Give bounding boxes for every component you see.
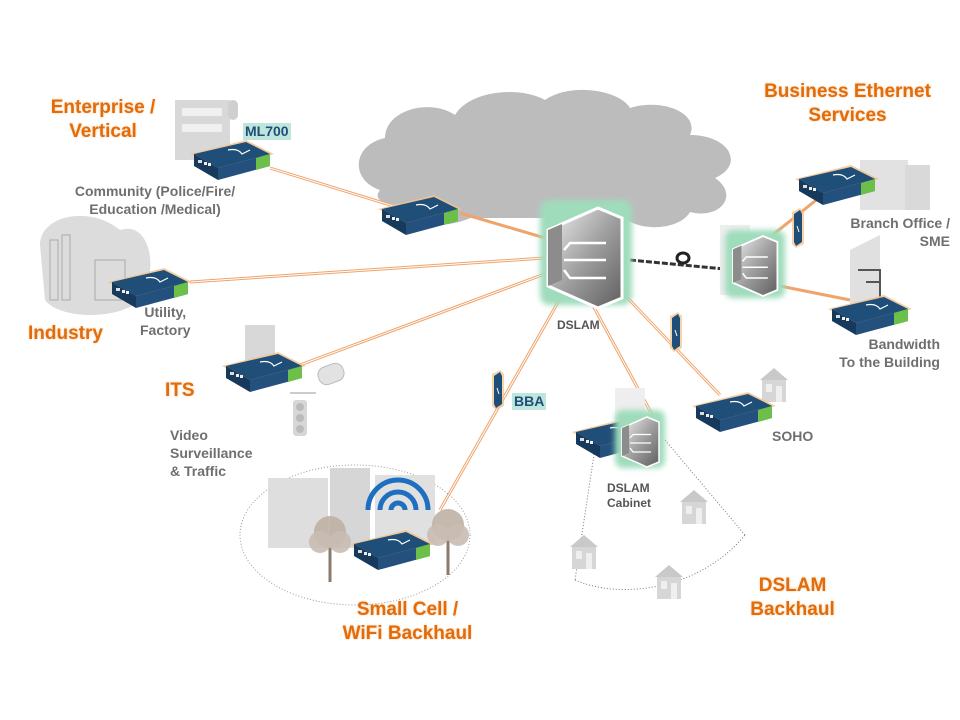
house-icon: [655, 565, 683, 599]
enterprise-heading-line: Enterprise /: [50, 97, 156, 118]
enterprise-sublabel-line: Education /Medical): [89, 201, 221, 217]
branch-office-label-line: Branch Office /: [850, 215, 950, 231]
bandwidth-label-line: To the Building: [839, 354, 940, 370]
enterprise-heading-line: Vertical: [69, 121, 137, 142]
tree-icon: [307, 514, 353, 584]
its-sublabel: Video Surveillance & Traffic: [170, 426, 253, 480]
dslam-backhaul-heading-line: DSLAM: [758, 575, 827, 596]
small-cell-heading: Small Cell / WiFi Backhaul: [320, 598, 495, 646]
bba-tag: BBA: [512, 393, 547, 410]
traffic-light-icon: [290, 392, 316, 436]
fiber-link: [629, 251, 736, 272]
enterprise-heading: Enterprise / Vertical: [28, 96, 178, 144]
branch-office-label-line: SME: [919, 233, 950, 249]
soho-house-icon: [760, 368, 788, 402]
industry-sublabel-line: Utility,: [144, 304, 187, 320]
core-dslam-label: DSLAM: [557, 318, 600, 332]
router-its[interactable]: [221, 351, 307, 393]
bandwidth-label-line: Bandwidth: [868, 336, 940, 352]
small-cell-heading-line: WiFi Backhaul: [342, 623, 473, 644]
enterprise-sublabel-line: Community (Police/Fire/: [74, 183, 236, 199]
cabinet-dslam[interactable]: [615, 410, 665, 468]
bba-nid-device[interactable]: [491, 369, 505, 411]
branch-office-label: Branch Office / SME: [820, 214, 950, 250]
core-dslam[interactable]: [540, 200, 632, 310]
ml700-tag: ML700: [243, 123, 291, 140]
industry-heading: Industry: [28, 323, 103, 344]
dslam-cabinet-label-line: DSLAM: [607, 481, 650, 495]
small-cell-coverage-area: [239, 464, 471, 606]
its-sublabel-line: Surveillance: [170, 445, 253, 461]
business-heading: Business Ethernet Services: [745, 80, 950, 128]
its-sublabel-line: & Traffic: [170, 463, 227, 479]
tree-icon: [425, 507, 471, 577]
branch-dslam[interactable]: [725, 230, 785, 298]
its-sublabel-line: Video: [170, 427, 208, 443]
bandwidth-label: Bandwidth To the Building: [812, 335, 940, 371]
enterprise-sublabel: Community (Police/Fire/ Education /Medic…: [55, 182, 255, 218]
dslam-backhaul-heading: DSLAM Backhaul: [735, 574, 850, 622]
industry-sublabel-line: Factory: [140, 322, 191, 338]
links: [189, 166, 851, 511]
dslam-cabinet-label: DSLAM Cabinet: [607, 481, 651, 511]
dslam-cabinet-label-line: Cabinet: [607, 496, 652, 510]
house-icon: [570, 535, 598, 569]
nid-device[interactable]: [791, 207, 805, 249]
nid-device[interactable]: [669, 311, 683, 353]
small-cell-heading-line: Small Cell /: [356, 599, 459, 620]
dslam-backhaul-heading-line: Backhaul: [750, 599, 835, 620]
business-heading-line: Business Ethernet: [764, 81, 931, 102]
soho-label: SOHO: [772, 428, 814, 444]
wifi-signal-icon: [365, 477, 431, 511]
router-bandwidth-building[interactable]: [827, 294, 913, 336]
industry-sublabel: Utility, Factory: [140, 303, 191, 339]
network-cloud: [358, 89, 731, 228]
business-heading-line: Services: [808, 105, 887, 126]
its-heading: ITS: [165, 380, 195, 401]
camera-icon: [317, 362, 345, 386]
house-icon: [680, 490, 708, 524]
